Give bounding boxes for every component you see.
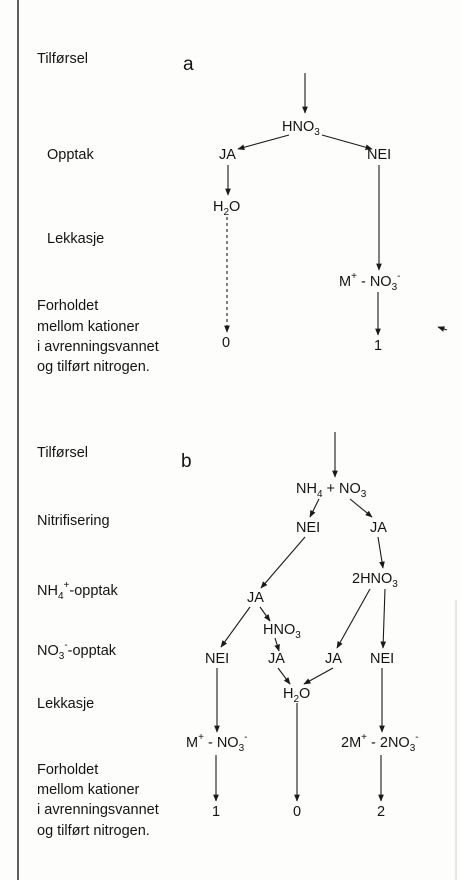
a-nitric-acid-main: HNO (282, 119, 315, 135)
b-acid-main: HNO (263, 622, 296, 638)
b-acid-to-yes-left-arrow (274, 637, 280, 652)
b-nitrate-uptake-tail: -opptak (67, 643, 117, 659)
b-ammonium-nitrate-node: NH4 + NO3 (296, 480, 367, 500)
b-nitrate-main: NO (339, 481, 361, 497)
b-yes-right-to-water-arrow (303, 667, 334, 685)
a-ratio-label-line-3: i avrenningsvannet (37, 339, 159, 355)
a-ratio-label-line-2: mellom kationer (37, 319, 140, 335)
b-nitrate-uptake-label: NO3--opptak (37, 640, 117, 662)
b-double-acid-main: 2HNO (352, 571, 393, 587)
b-uptake-yes-to-no-left-arrow (220, 606, 251, 648)
b-nitrate-uptake-main: NO (37, 643, 59, 659)
b-yes-left-to-water-arrow (277, 667, 291, 685)
b-no-to-uptake-yes-arrow (260, 536, 306, 589)
a-nitric-acid-sub: 3 (314, 127, 320, 138)
b-ratio-left-value: 1 (212, 804, 221, 820)
a-supply-label: Tilførsel (37, 51, 89, 67)
a-water-sub: 2 (223, 207, 230, 218)
b-ammonium-uptake-sub: 4 (57, 591, 64, 602)
b-ratio-label-line-3: i avrenningsvannet (37, 802, 159, 818)
a-acid-to-yes-arrow (237, 134, 290, 151)
b-nitrate-salt-node: M+ - NO3- (186, 732, 248, 754)
a-ratio-no-value: 1 (374, 338, 383, 354)
b-ratio-right-value: 2 (377, 804, 386, 820)
a-salt-anion: NO (369, 274, 392, 290)
b-ratio-label-line-1: Forholdet (37, 762, 99, 778)
b-double-acid-sub: 3 (392, 579, 398, 590)
b-nitrate-uptake-yes-right-node: JA (325, 651, 342, 667)
b-nitrate-sub: 3 (360, 489, 367, 500)
b-ratio-label-line-4: og tilført nitrogen. (37, 823, 150, 839)
b-double-nitric-acid-node: 2HNO3 (352, 570, 398, 590)
a-panel-letter: a (183, 54, 194, 75)
b-salt-anion-sub: 3 (238, 743, 245, 754)
b-double-acid-to-no-right-arrow (380, 588, 387, 649)
b-ammonium-sub: 4 (316, 489, 323, 500)
b-water-sub: 2 (293, 694, 300, 705)
b-yes-to-double-acid-arrow (377, 536, 385, 569)
b-salt2-anion-charge: - (415, 732, 419, 743)
b-water-tail: O (299, 686, 311, 702)
b-salt-cation-charge: + (198, 732, 204, 743)
a-ratio-label-line-1: Forholdet (37, 298, 99, 314)
a-salt-cation: M (339, 274, 352, 290)
b-ammonium-uptake-main: NH (37, 583, 58, 599)
a-water-main: H (213, 199, 224, 215)
b-ammonium-uptake-yes-node: JA (247, 590, 264, 606)
a-water-tail: O (229, 199, 241, 215)
b-ratio-mid-value: 0 (293, 804, 302, 820)
b-ratio-label-line-2: mellom kationer (37, 782, 140, 798)
a-water-node: H2O (213, 198, 241, 218)
b-ammonium-uptake-label: NH4+-opptak (37, 580, 118, 602)
a-ratio-yes-value: 0 (222, 335, 231, 351)
b-salt-separator: - (203, 735, 217, 751)
b-nitrification-label: Nitrifisering (37, 513, 110, 529)
a-acid-to-no-arrow (321, 134, 373, 151)
a-nitrate-salt-node: M+ - NO3- (339, 271, 401, 293)
a-salt-cation-charge: + (351, 271, 357, 282)
b-ammonium-uptake-tail: -opptak (69, 583, 118, 599)
a-nitric-acid-node: HNO3 (282, 118, 320, 138)
a-uptake-yes-node: JA (219, 147, 236, 163)
b-salt2-anion-sub: 3 (409, 743, 416, 754)
a-ratio-label-line-4: og tilført nitrogen. (37, 359, 150, 375)
b-nitrification-yes-node: JA (370, 520, 387, 536)
b-salt2-anion: 2NO (379, 735, 410, 751)
b-supply-label: Tilførsel (37, 445, 89, 461)
b-nitrate-uptake-no-right-node: NEI (370, 651, 395, 667)
b-uptake-yes-to-acid-arrow (259, 606, 271, 622)
a-leakage-label: Lekkasje (47, 231, 105, 247)
b-salt-anion-charge: - (244, 732, 248, 743)
a-salt-separator: - (356, 274, 370, 290)
b-salt2-cation: 2M (341, 735, 362, 751)
b-leakage-label: Lekkasje (37, 696, 95, 712)
b-salt2-separator: - (367, 735, 380, 751)
b-water-node: H2O (283, 685, 311, 705)
b-water-main: H (283, 686, 294, 702)
b-plus-sign: + (322, 481, 340, 497)
b-nitrate-to-yes-arrow (349, 498, 373, 518)
b-ammonium-main: NH (296, 481, 317, 497)
b-ammonium-to-no-arrow (309, 498, 320, 518)
b-nitrate-uptake-no-left-node: NEI (205, 651, 230, 667)
a-salt-anion-charge: - (397, 271, 401, 282)
scan-mark (437, 326, 448, 332)
a-salt-anion-sub: 3 (391, 282, 398, 293)
b-salt-cation: M (186, 735, 199, 751)
b-ammonium-uptake-charge: + (63, 580, 70, 591)
b-panel-letter: b (181, 451, 192, 472)
b-nitrate-uptake-charge: - (64, 640, 68, 651)
b-nitrate-uptake-sub: 3 (58, 651, 65, 662)
b-nitrate-salt-double-node: 2M+ - 2NO3- (341, 732, 419, 754)
b-salt2-cation-charge: + (361, 732, 367, 743)
b-salt-anion: NO (216, 735, 239, 751)
a-uptake-label: Opptak (47, 147, 94, 163)
b-nitric-acid-node: HNO3 (263, 621, 301, 641)
b-nitrate-uptake-yes-left-node: JA (268, 651, 285, 667)
a-uptake-no-node: NEI (367, 147, 392, 163)
b-double-acid-to-yes-right-arrow (336, 588, 371, 649)
b-nitrification-no-node: NEI (296, 520, 321, 536)
b-acid-sub: 3 (295, 630, 301, 641)
